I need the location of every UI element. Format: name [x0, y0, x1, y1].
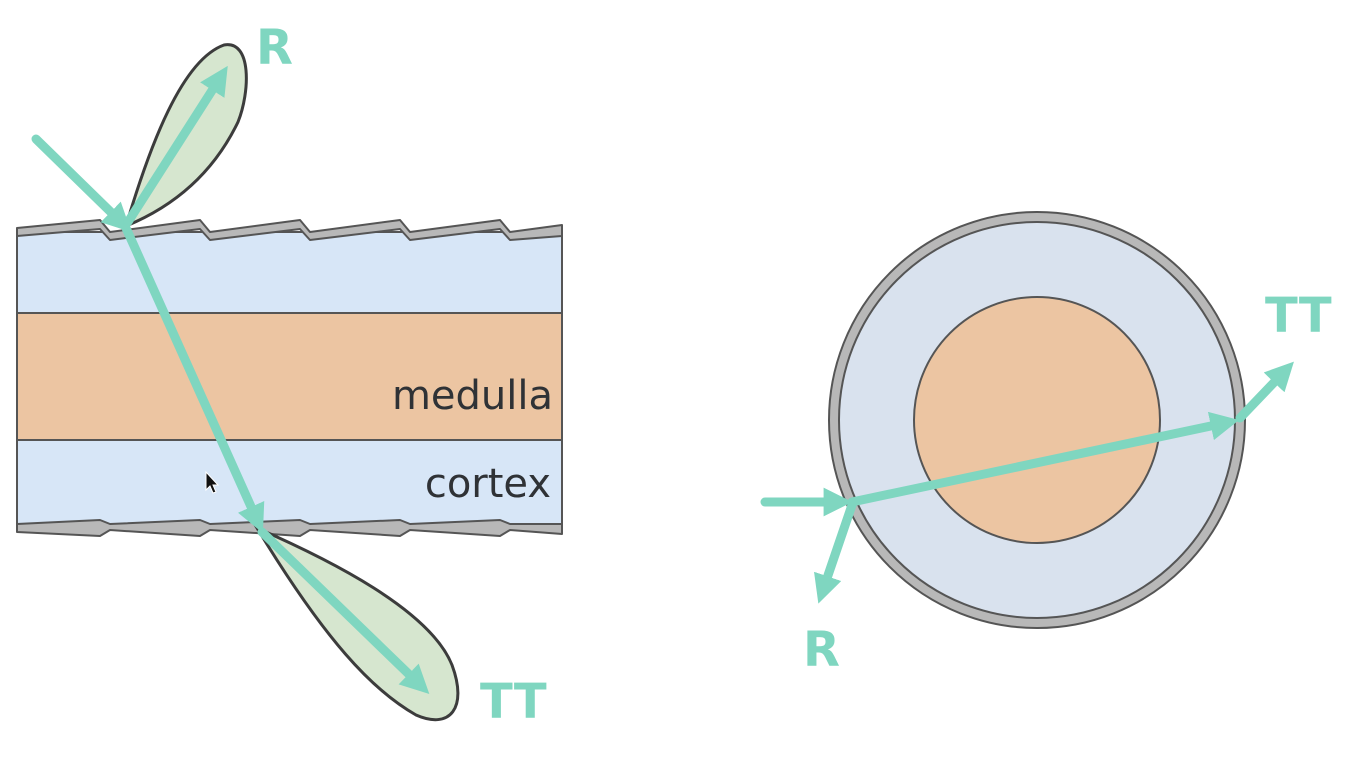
cross-medulla — [913, 296, 1161, 544]
reflected-ray-arrow — [123, 65, 228, 227]
refracted-ray-arrow — [121, 223, 265, 534]
bottom-cuticle-scales — [16, 519, 563, 537]
hair-side-view: medulla cortex R TT — [16, 20, 563, 730]
arrow-cursor-icon — [205, 470, 220, 494]
hair-cross-section: R TT — [760, 211, 1332, 678]
cross-transmission-label: TT — [1265, 288, 1332, 344]
cortex-label: cortex — [425, 461, 551, 507]
cross-refracted-ray-arrow — [847, 411, 1240, 507]
side-reflection-label: R — [256, 20, 293, 76]
incident-ray-arrow — [31, 134, 132, 233]
top-cuticle-scales — [16, 219, 563, 241]
side-transmission-label: TT — [480, 674, 547, 730]
cross-transmitted-ray-arrow — [1235, 361, 1294, 423]
medulla-layer — [16, 312, 563, 441]
cross-reflected-ray-arrow — [814, 500, 857, 604]
medulla-label: medulla — [392, 373, 553, 419]
transmitted-ray-arrow — [257, 527, 430, 695]
cross-reflection-label: R — [803, 622, 840, 678]
